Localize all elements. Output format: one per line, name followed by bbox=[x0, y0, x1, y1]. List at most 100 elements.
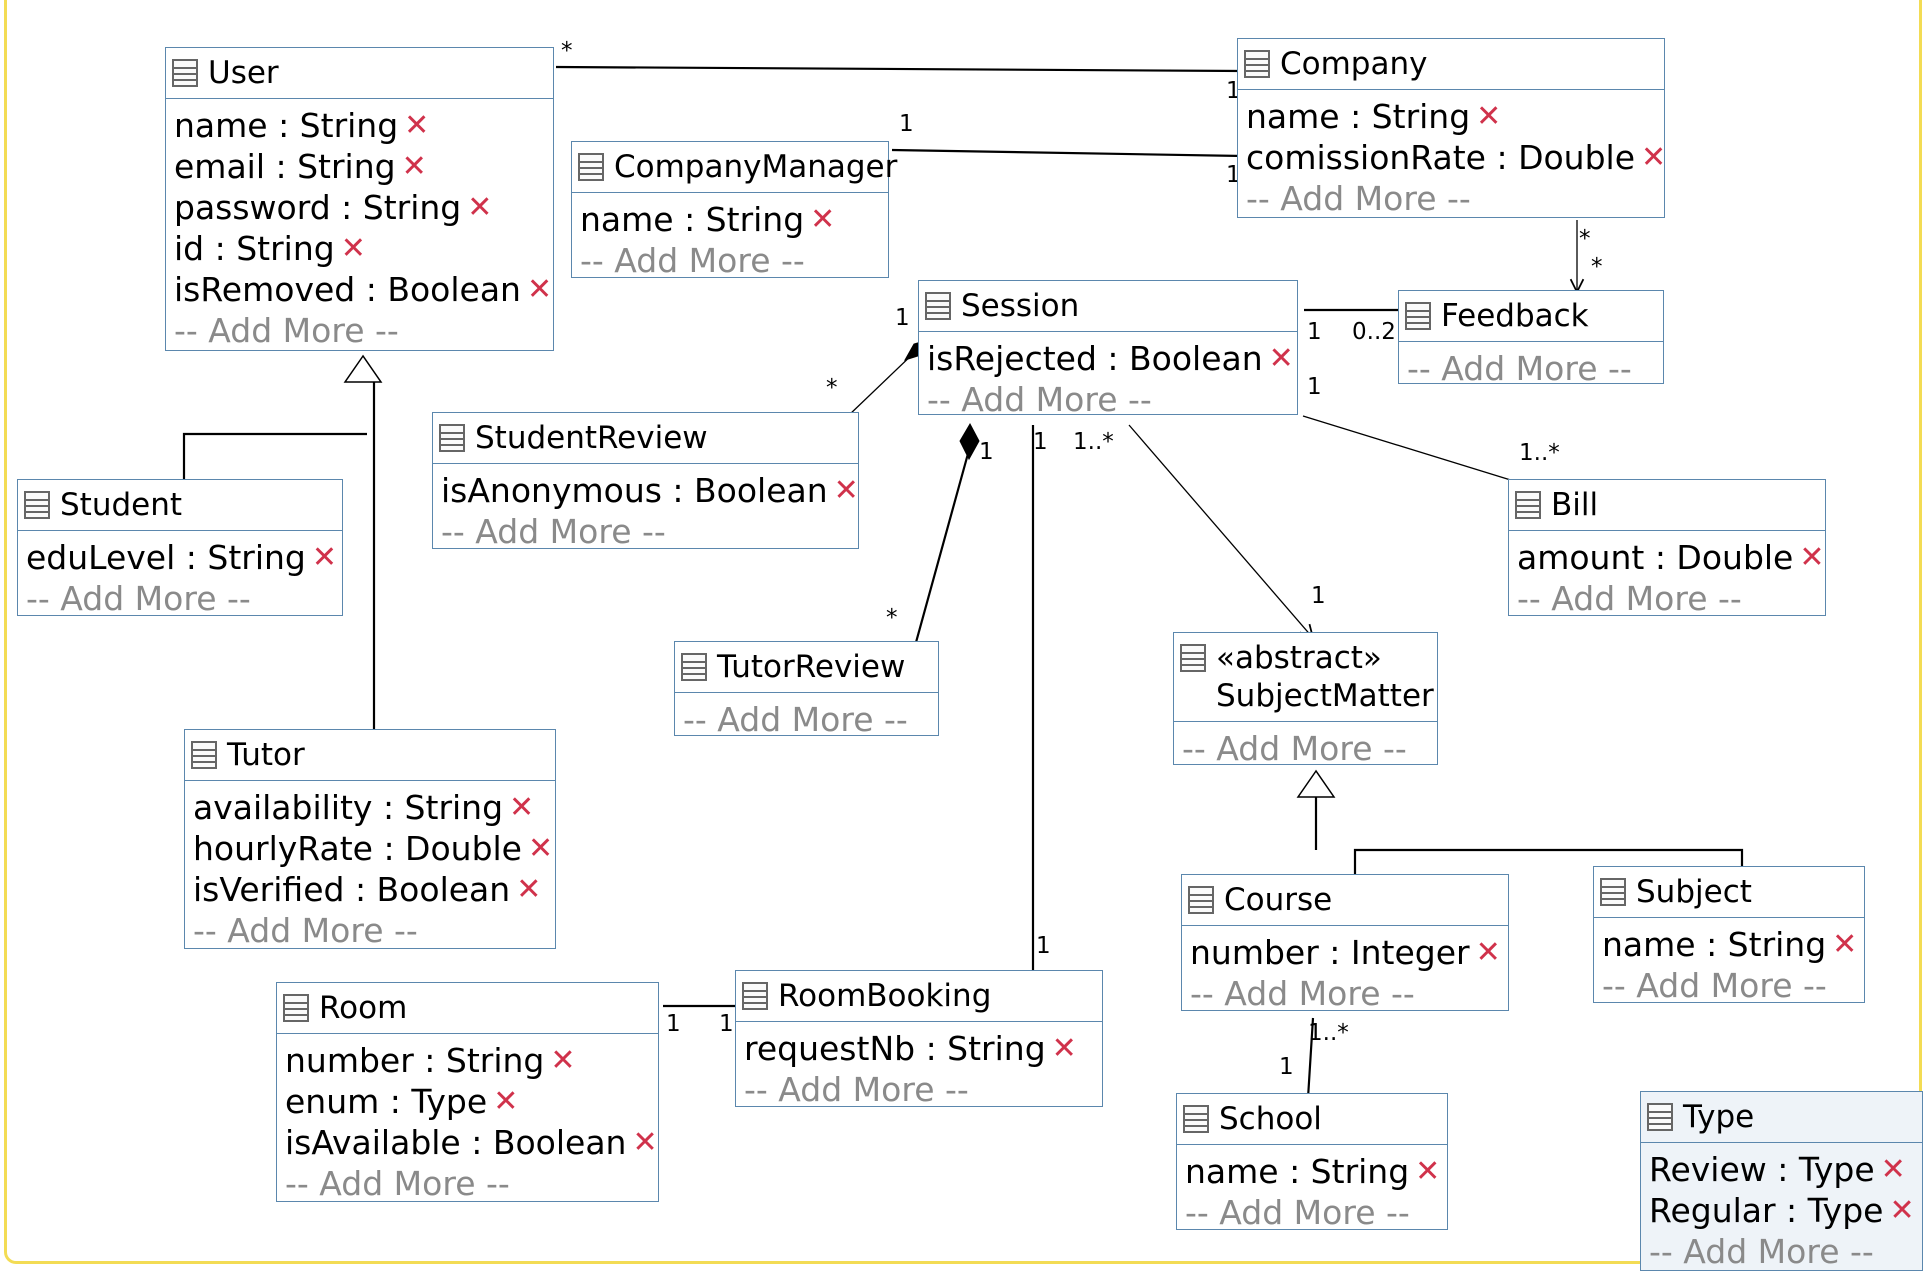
attribute-text[interactable]: name : String bbox=[174, 106, 399, 145]
attribute-row[interactable]: availability : String✕ bbox=[193, 787, 555, 828]
delete-attribute-icon[interactable]: ✕ bbox=[1268, 341, 1294, 376]
delete-attribute-icon[interactable]: ✕ bbox=[509, 790, 535, 825]
attribute-row[interactable]: password : String✕ bbox=[174, 187, 553, 228]
add-more-button[interactable]: -- Add More -- bbox=[285, 1164, 510, 1203]
attribute-row[interactable]: name : String✕ bbox=[1602, 924, 1864, 965]
attribute-row[interactable]: comissionRate : Double✕ bbox=[1246, 137, 1666, 178]
attribute-row[interactable]: email : String✕ bbox=[174, 146, 553, 187]
add-more-button[interactable]: -- Add More -- bbox=[1185, 1193, 1410, 1232]
class-name[interactable]: Feedback bbox=[1441, 298, 1589, 334]
attribute-row[interactable]: isRemoved : Boolean✕ bbox=[174, 269, 553, 310]
class-header[interactable]: RoomBooking bbox=[736, 971, 1102, 1022]
add-more-button[interactable]: -- Add More -- bbox=[744, 1070, 969, 1109]
attribute-text[interactable]: comissionRate : Double bbox=[1246, 138, 1636, 177]
class-name[interactable]: Course bbox=[1224, 882, 1333, 918]
attribute-row[interactable]: isRejected : Boolean✕ bbox=[927, 338, 1297, 379]
class-header[interactable]: TutorReview bbox=[675, 642, 938, 693]
attribute-text[interactable]: requestNb : String bbox=[744, 1029, 1046, 1068]
attribute-row[interactable]: id : String✕ bbox=[174, 228, 553, 269]
attribute-text[interactable]: password : String bbox=[174, 188, 462, 227]
attribute-row[interactable]: number : Integer✕ bbox=[1190, 932, 1508, 973]
class-name[interactable]: Type bbox=[1683, 1099, 1755, 1135]
class-name[interactable]: StudentReview bbox=[475, 420, 708, 456]
class-header[interactable]: User bbox=[166, 48, 553, 99]
class-header[interactable]: Session bbox=[919, 281, 1297, 332]
add-more-button[interactable]: -- Add More -- bbox=[1190, 974, 1415, 1013]
delete-attribute-icon[interactable]: ✕ bbox=[493, 1084, 519, 1119]
add-more-button[interactable]: -- Add More -- bbox=[193, 911, 418, 950]
class-header[interactable]: Student bbox=[18, 480, 342, 531]
add-more-button[interactable]: -- Add More -- bbox=[1602, 966, 1827, 1005]
class-company[interactable]: Company name : String✕comissionRate : Dou… bbox=[1237, 38, 1666, 218]
add-more-button[interactable]: -- Add More -- bbox=[441, 512, 666, 551]
class-name[interactable]: SubjectMatter bbox=[1216, 678, 1434, 714]
attribute-row[interactable]: enum : Type✕ bbox=[285, 1081, 658, 1122]
attribute-text[interactable]: availability : String bbox=[193, 788, 504, 827]
attribute-text[interactable]: id : String bbox=[174, 229, 335, 268]
class-name[interactable]: Tutor bbox=[227, 737, 305, 773]
delete-attribute-icon[interactable]: ✕ bbox=[833, 473, 859, 508]
delete-attribute-icon[interactable]: ✕ bbox=[550, 1043, 576, 1078]
attribute-row[interactable]: name : String✕ bbox=[1246, 96, 1664, 137]
class-name[interactable]: Company bbox=[1280, 46, 1428, 82]
attribute-row[interactable]: hourlyRate : Double✕ bbox=[193, 828, 555, 869]
attribute-row[interactable]: requestNb : String✕ bbox=[744, 1028, 1102, 1069]
add-more-button[interactable]: -- Add More -- bbox=[1182, 729, 1407, 768]
class-name[interactable]: Room bbox=[319, 990, 408, 1026]
add-more-button[interactable]: -- Add More -- bbox=[580, 241, 805, 280]
attribute-text[interactable]: name : String bbox=[1185, 1152, 1410, 1191]
class-subjectmatter[interactable]: «abstract»SubjectMatter -- Add More -- bbox=[1173, 632, 1438, 768]
attribute-row[interactable]: name : String✕ bbox=[1185, 1151, 1447, 1192]
delete-attribute-icon[interactable]: ✕ bbox=[526, 272, 553, 307]
attribute-text[interactable]: number : Integer bbox=[1190, 933, 1470, 972]
attribute-row[interactable]: Regular : Type✕ bbox=[1649, 1190, 1922, 1231]
class-feedback[interactable]: Feedback -- Add More -- bbox=[1398, 290, 1664, 388]
add-more-button[interactable]: -- Add More -- bbox=[683, 700, 908, 739]
attribute-text[interactable]: name : String bbox=[580, 200, 805, 239]
class-name[interactable]: Bill bbox=[1551, 487, 1599, 523]
delete-attribute-icon[interactable]: ✕ bbox=[1832, 927, 1858, 962]
delete-attribute-icon[interactable]: ✕ bbox=[401, 149, 427, 184]
attribute-text[interactable]: isAvailable : Boolean bbox=[285, 1123, 627, 1162]
delete-attribute-icon[interactable]: ✕ bbox=[467, 190, 493, 225]
class-header[interactable]: Feedback bbox=[1399, 291, 1663, 342]
attribute-text[interactable]: amount : Double bbox=[1517, 538, 1794, 577]
class-header[interactable]: Company bbox=[1238, 39, 1664, 90]
attribute-text[interactable]: isRemoved : Boolean bbox=[174, 270, 521, 309]
class-header[interactable]: «abstract»SubjectMatter bbox=[1174, 633, 1437, 722]
attribute-row[interactable]: Review : Type✕ bbox=[1649, 1149, 1922, 1190]
attribute-text[interactable]: number : String bbox=[285, 1041, 545, 1080]
add-more-button[interactable]: -- Add More -- bbox=[26, 579, 251, 618]
class-header[interactable]: Subject bbox=[1594, 867, 1864, 918]
attribute-text[interactable]: enum : Type bbox=[285, 1082, 488, 1121]
add-more-button[interactable]: -- Add More -- bbox=[1407, 349, 1632, 388]
class-header[interactable]: Type bbox=[1641, 1092, 1922, 1143]
class-name[interactable]: Session bbox=[961, 288, 1080, 324]
attribute-row[interactable]: eduLevel : String✕ bbox=[26, 537, 342, 578]
class-header[interactable]: CompanyManager bbox=[572, 142, 897, 193]
delete-attribute-icon[interactable]: ✕ bbox=[1889, 1193, 1915, 1228]
class-name[interactable]: Student bbox=[60, 487, 183, 523]
attribute-text[interactable]: email : String bbox=[174, 147, 396, 186]
delete-attribute-icon[interactable]: ✕ bbox=[1475, 935, 1501, 970]
class-name[interactable]: RoomBooking bbox=[778, 978, 992, 1014]
delete-attribute-icon[interactable]: ✕ bbox=[311, 540, 337, 575]
delete-attribute-icon[interactable]: ✕ bbox=[1051, 1031, 1077, 1066]
class-name[interactable]: TutorReview bbox=[717, 649, 906, 685]
class-name[interactable]: CompanyManager bbox=[614, 149, 898, 185]
attribute-text[interactable]: isAnonymous : Boolean bbox=[441, 471, 828, 510]
delete-attribute-icon[interactable]: ✕ bbox=[528, 831, 554, 866]
attribute-row[interactable]: name : String✕ bbox=[174, 105, 553, 146]
attribute-row[interactable]: isAnonymous : Boolean✕ bbox=[441, 470, 859, 511]
attribute-text[interactable]: eduLevel : String bbox=[26, 538, 306, 577]
